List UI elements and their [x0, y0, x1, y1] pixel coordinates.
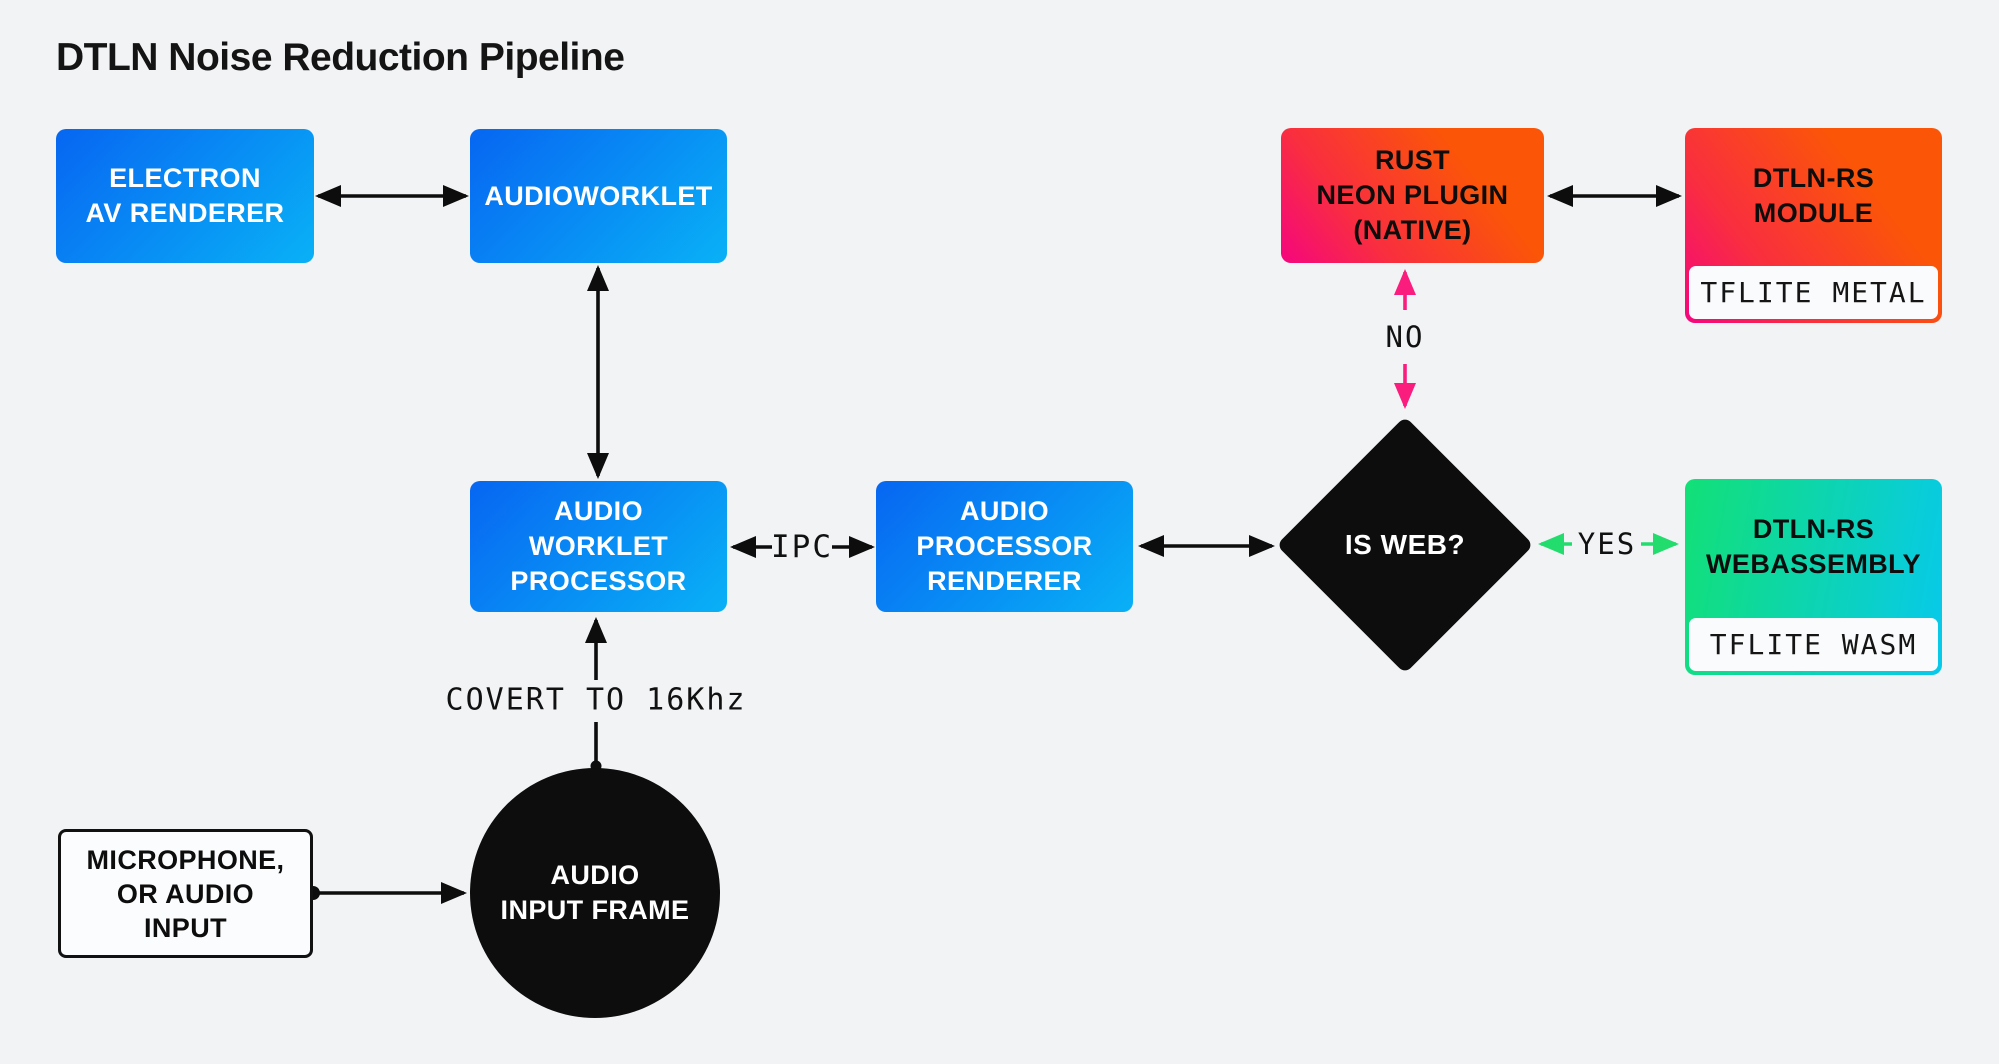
node-label: RUST NEON PLUGIN (NATIVE) — [1316, 145, 1509, 245]
node-label: AUDIO PROCESSOR RENDERER — [916, 496, 1093, 596]
node-label: AUDIO WORKLET PROCESSOR — [510, 496, 687, 596]
node-audioworklet: AUDIOWORKLET — [470, 129, 727, 263]
sub-box-tflite-metal: TFLITE METAL — [1689, 266, 1938, 319]
node-electron-av-renderer: ELECTRON AV RENDERER — [56, 129, 314, 263]
node-label: IS WEB? — [1344, 529, 1466, 560]
edge-label-ipc: IPC — [771, 529, 833, 565]
node-label-area: DTLN-RS MODULE — [1685, 128, 1942, 264]
sub-box-tflite-wasm: TFLITE WASM — [1689, 618, 1938, 671]
edge-label-convert-16khz: COVERT TO 16Khz — [445, 682, 747, 718]
node-audio-input-frame: AUDIO INPUT FRAME — [470, 768, 720, 1018]
edge-label-yes: YES — [1577, 527, 1637, 561]
sub-box-label: TFLITE WASM — [1709, 628, 1918, 661]
node-rust-neon-plugin: RUST NEON PLUGIN (NATIVE) — [1281, 128, 1544, 263]
node-audio-worklet-processor: AUDIO WORKLET PROCESSOR — [470, 481, 727, 612]
node-label: ELECTRON AV RENDERER — [85, 163, 285, 228]
node-label: AUDIOWORKLET — [484, 180, 713, 211]
node-microphone-input: MICROPHONE, OR AUDIO INPUT — [58, 829, 313, 958]
node-label: AUDIO INPUT FRAME — [500, 860, 690, 925]
node-dtln-rs-module: DTLN-RS MODULE TFLITE METAL — [1685, 128, 1942, 323]
node-dtln-rs-webassembly: DTLN-RS WEBASSEMBLY TFLITE WASM — [1685, 479, 1942, 675]
sub-box-label: TFLITE METAL — [1700, 276, 1927, 309]
edge-label-no: NO — [1385, 320, 1425, 354]
node-label-area: DTLN-RS WEBASSEMBLY — [1685, 479, 1942, 615]
page-title: DTLN Noise Reduction Pipeline — [56, 36, 625, 79]
node-label: DTLN-RS WEBASSEMBLY — [1706, 514, 1921, 579]
node-label: DTLN-RS MODULE — [1752, 163, 1875, 228]
node-audio-processor-renderer: AUDIO PROCESSOR RENDERER — [876, 481, 1133, 612]
node-label: MICROPHONE, OR AUDIO INPUT — [86, 844, 285, 943]
